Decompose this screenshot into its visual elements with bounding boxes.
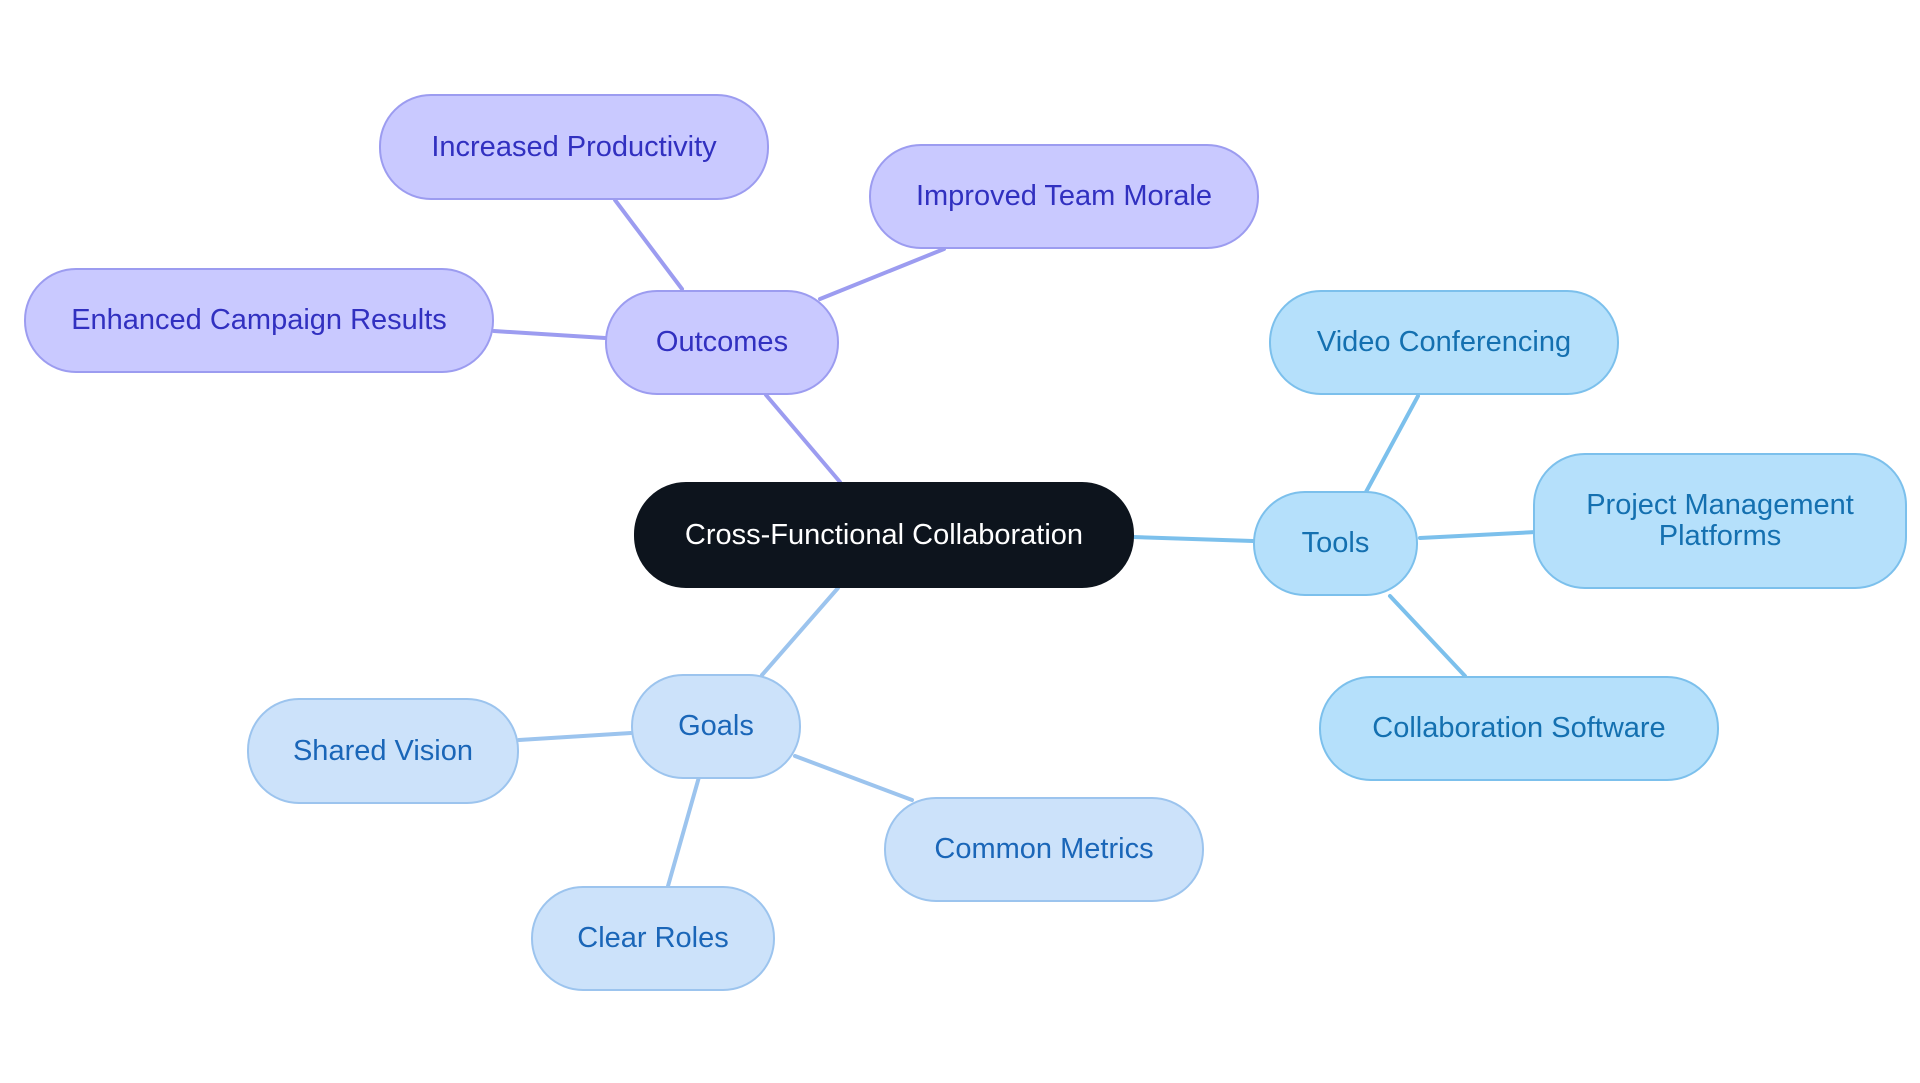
leaf-node-enhanced-campaign-results: Enhanced Campaign Results <box>24 268 494 373</box>
edge-root-outcomes <box>764 393 842 484</box>
leaf-node-clear-roles: Clear Roles <box>531 886 775 991</box>
leaf-node-collaboration-software: Collaboration Software <box>1319 676 1719 781</box>
edge-tools-video <box>1364 394 1420 494</box>
edge-goals-metrics <box>793 754 914 802</box>
edge-outcomes-campaign <box>492 329 607 340</box>
edge-outcomes-productivity <box>613 198 684 291</box>
edge-tools-pm <box>1418 530 1538 540</box>
edge-outcomes-morale <box>818 247 946 301</box>
leaf-node-shared-vision: Shared Vision <box>247 698 519 804</box>
edge-goals-roles <box>666 775 701 888</box>
leaf-node-project-management-platforms: Project Management Platforms <box>1533 453 1907 589</box>
leaf-node-common-metrics: Common Metrics <box>884 797 1204 902</box>
leaf-node-increased-productivity: Increased Productivity <box>379 94 769 200</box>
branch-node-goals: Goals <box>631 674 801 779</box>
leaf-node-video-conferencing: Video Conferencing <box>1269 290 1619 395</box>
edge-root-goals <box>760 586 840 677</box>
branch-node-outcomes: Outcomes <box>605 290 839 395</box>
edge-tools-collab <box>1388 594 1467 678</box>
root-node: Cross-Functional Collaboration <box>634 482 1134 588</box>
leaf-node-improved-team-morale: Improved Team Morale <box>869 144 1259 249</box>
edge-root-tools <box>1131 535 1255 543</box>
branch-node-tools: Tools <box>1253 491 1418 596</box>
edge-goals-vision <box>517 731 633 742</box>
